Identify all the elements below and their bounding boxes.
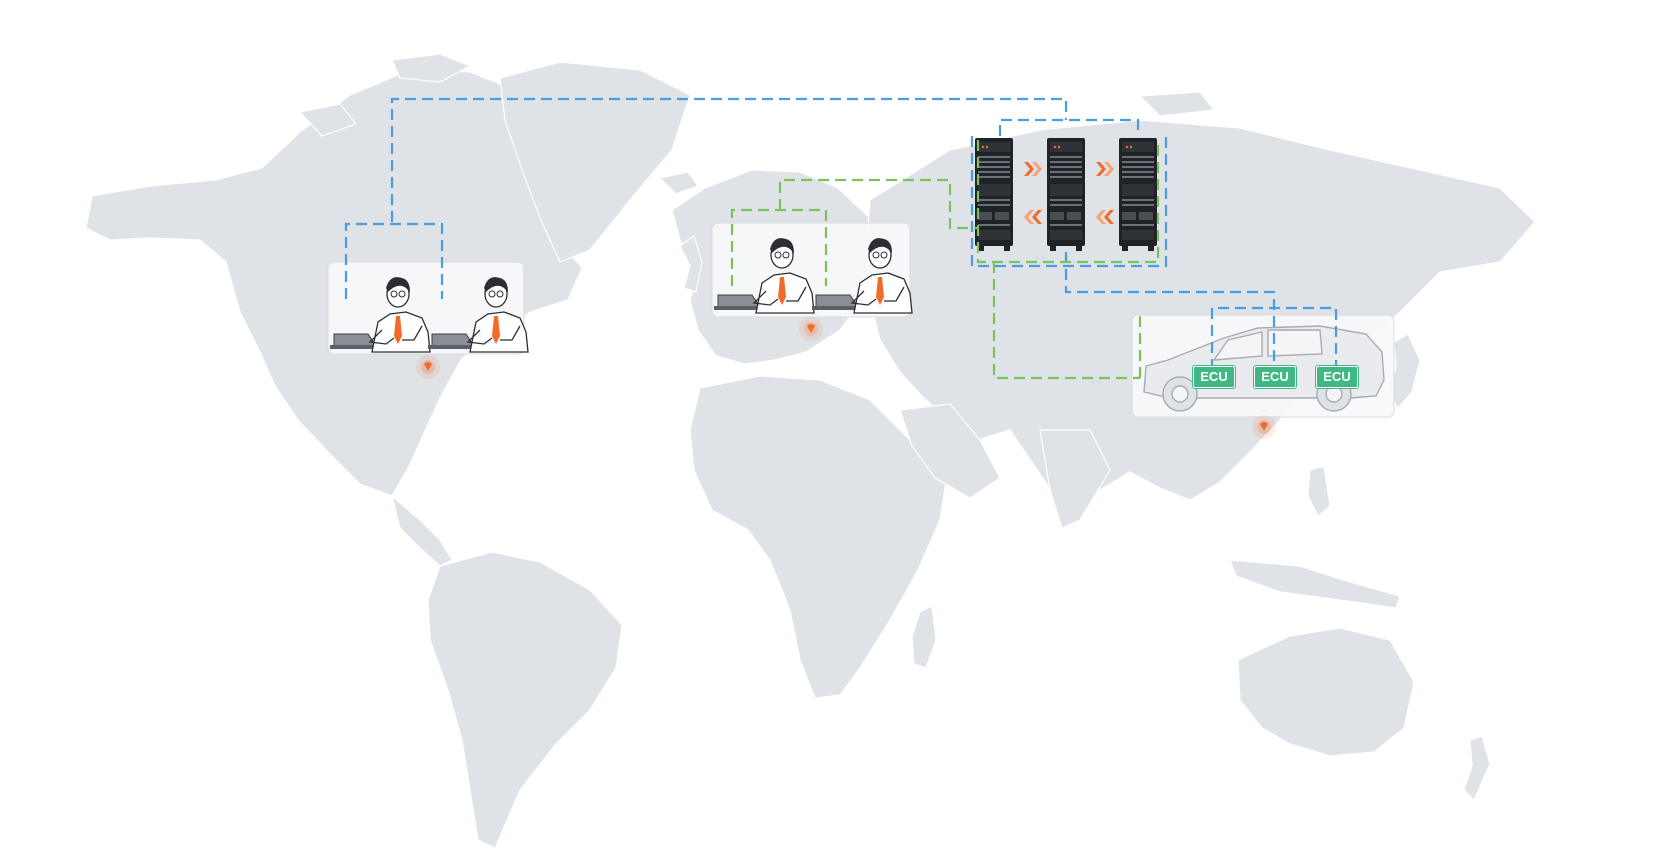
- ecu-badge-2: ECU: [1254, 366, 1296, 388]
- location-pin-icon: [416, 355, 440, 379]
- location-pin-icon: [799, 317, 823, 341]
- green-dashed-links: [730, 140, 1160, 380]
- chevron-arrows-icon: [1096, 162, 1114, 176]
- uk-land: [679, 235, 703, 293]
- arctic-island-2: [298, 103, 357, 137]
- arctic-island-1: [391, 53, 472, 83]
- indonesia-land: [1229, 559, 1401, 609]
- arctic-island-3: [1138, 91, 1216, 117]
- iceland-land: [658, 171, 699, 195]
- chevron-arrows-icon: [1024, 162, 1042, 176]
- blue-dashed-links: [344, 97, 1338, 370]
- madagascar-land: [911, 605, 937, 669]
- chevron-arrows-icon: [1024, 210, 1042, 224]
- server-rack-icon-right: [1119, 138, 1157, 251]
- server-rack-icon-left: [975, 138, 1013, 251]
- central-america-land: [390, 494, 453, 567]
- japan-land: [1387, 333, 1421, 410]
- africa-land: [689, 375, 949, 699]
- greenland-land: [499, 61, 691, 263]
- location-pin-icon: [1252, 415, 1276, 439]
- philippines-land: [1307, 465, 1331, 517]
- india-land: [1039, 429, 1111, 529]
- arabia-land: [899, 403, 1001, 499]
- server-rack-icon-middle: [1047, 138, 1085, 251]
- south-america-land: [427, 551, 623, 849]
- ecu-badge-3: ECU: [1316, 366, 1358, 388]
- australia-land: [1237, 627, 1415, 757]
- ecu-badge-1: ECU: [1193, 366, 1235, 388]
- chevron-arrows-icon: [1096, 210, 1114, 224]
- new-zealand-land: [1463, 735, 1491, 802]
